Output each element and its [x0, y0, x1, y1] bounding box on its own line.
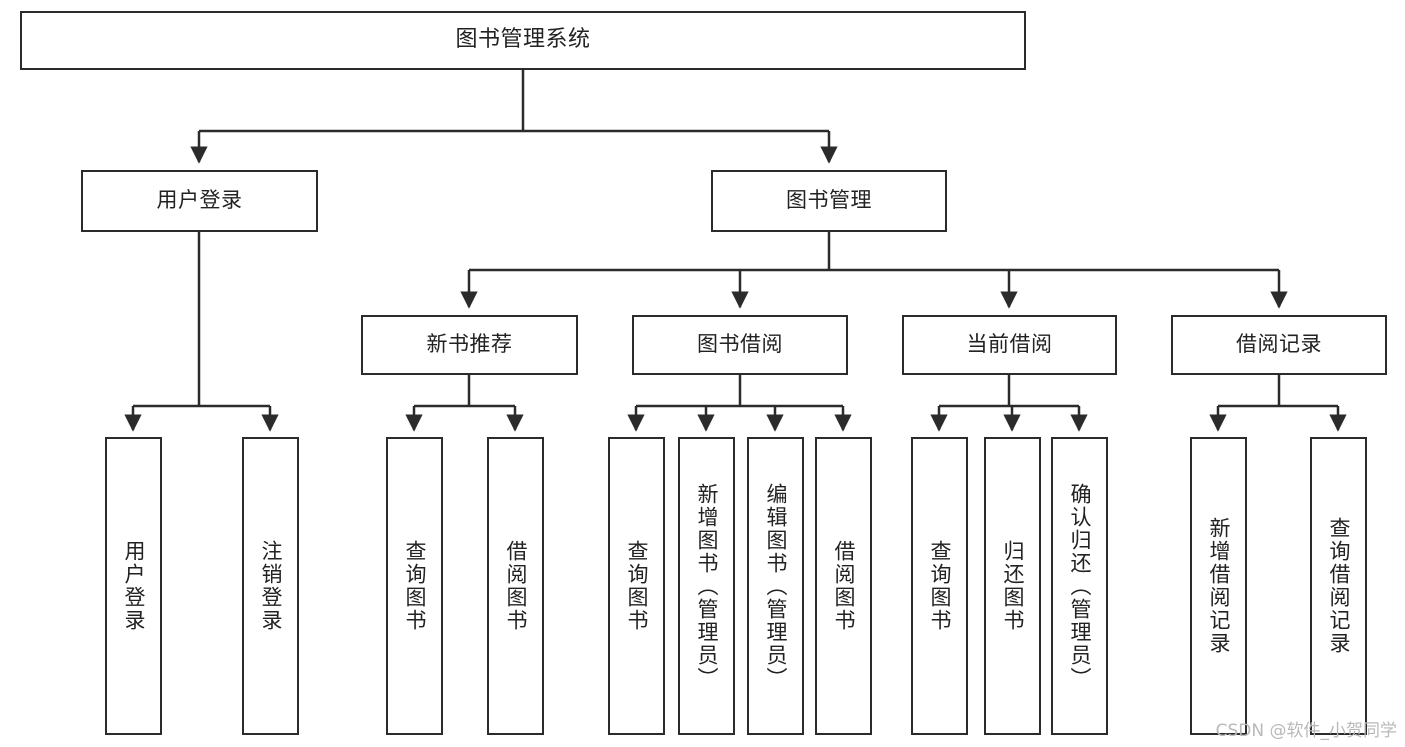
node-book-management-label: 图书管理 [786, 188, 872, 213]
leaf-query-book-new-label: 查询图书 [402, 540, 427, 632]
leaf-query-borrow-record[interactable]: 查询借阅记录 [1310, 437, 1367, 735]
leaf-borrow-book-new[interactable]: 借阅图书 [487, 437, 544, 735]
node-borrow-records[interactable]: 借阅记录 [1171, 315, 1387, 375]
leaf-query-book-new[interactable]: 查询图书 [386, 437, 443, 735]
node-user-login[interactable]: 用户登录 [81, 170, 318, 232]
leaf-edit-book-admin-label: 编辑图书（管理员） [763, 482, 788, 690]
node-new-book-recommend-label: 新书推荐 [426, 332, 513, 357]
leaf-confirm-return-admin-label: 确认归还（管理员） [1067, 482, 1092, 690]
node-borrow-records-label: 借阅记录 [1236, 332, 1322, 357]
leaf-return-book-label: 归还图书 [1000, 540, 1025, 632]
node-user-login-label: 用户登录 [156, 188, 243, 213]
leaf-borrow-book-new-label: 借阅图书 [503, 540, 528, 632]
leaf-query-book-current[interactable]: 查询图书 [911, 437, 968, 735]
leaf-edit-book-admin[interactable]: 编辑图书（管理员） [747, 437, 804, 735]
leaf-add-borrow-record[interactable]: 新增借阅记录 [1190, 437, 1247, 735]
leaf-borrow-book-label: 借阅图书 [831, 540, 856, 632]
node-root-label: 图书管理系统 [455, 27, 591, 53]
node-current-borrow-label: 当前借阅 [966, 332, 1053, 357]
leaf-add-book-admin[interactable]: 新增图书（管理员） [678, 437, 735, 735]
leaf-query-book-borrow-label: 查询图书 [624, 540, 649, 632]
leaf-confirm-return-admin[interactable]: 确认归还（管理员） [1051, 437, 1108, 735]
leaf-borrow-book[interactable]: 借阅图书 [815, 437, 872, 735]
leaf-user-login-label: 用户登录 [121, 540, 146, 632]
leaf-logout-label: 注销登录 [258, 540, 283, 632]
node-root[interactable]: 图书管理系统 [20, 11, 1026, 70]
node-book-management[interactable]: 图书管理 [711, 170, 947, 232]
leaf-query-book-current-label: 查询图书 [927, 540, 952, 632]
watermark: CSDN @软件_小贺同学 [1215, 721, 1397, 741]
node-book-borrow[interactable]: 图书借阅 [632, 315, 848, 375]
leaf-return-book[interactable]: 归还图书 [984, 437, 1041, 735]
leaf-query-borrow-record-label: 查询借阅记录 [1326, 517, 1351, 655]
leaf-query-book-borrow[interactable]: 查询图书 [608, 437, 665, 735]
node-book-borrow-label: 图书借阅 [697, 332, 783, 357]
node-new-book-recommend[interactable]: 新书推荐 [361, 315, 578, 375]
leaf-logout[interactable]: 注销登录 [242, 437, 299, 735]
leaf-add-borrow-record-label: 新增借阅记录 [1206, 517, 1231, 655]
node-current-borrow[interactable]: 当前借阅 [902, 315, 1117, 375]
leaf-add-book-admin-label: 新增图书（管理员） [694, 482, 719, 690]
leaf-user-login[interactable]: 用户登录 [105, 437, 162, 735]
